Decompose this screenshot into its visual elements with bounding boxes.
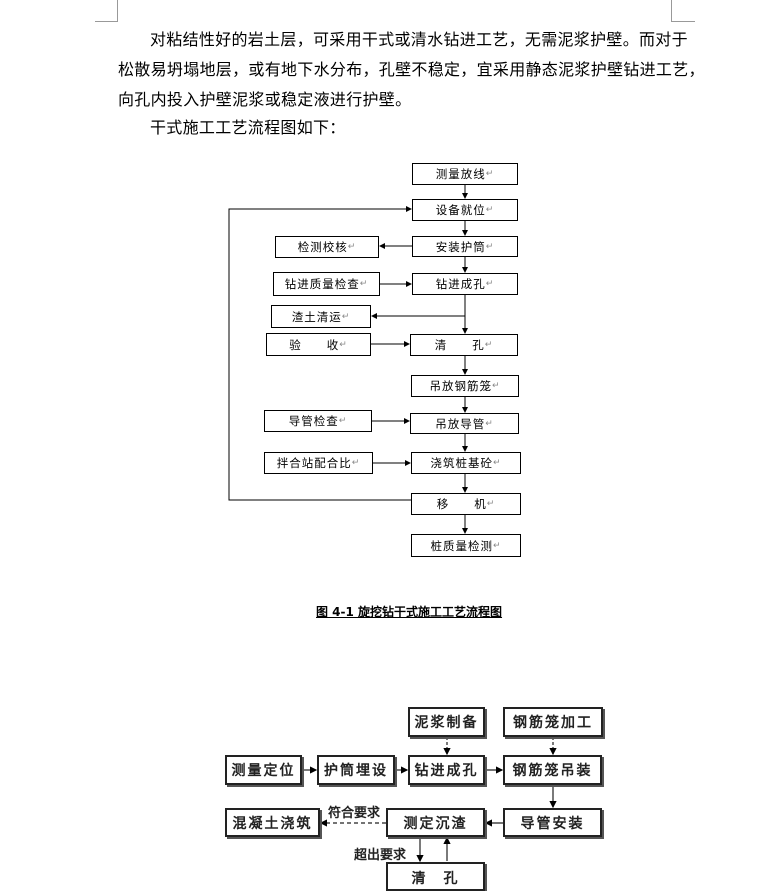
- flow-step-pour: 浇筑桩基砼↵: [411, 452, 521, 474]
- figure-caption: 图 4-1 旋挖钻干式施工工艺流程图: [316, 605, 503, 619]
- flow-side-mix: 拌合站配合比↵: [264, 452, 373, 474]
- flow-side-check: 检测校核↵: [275, 236, 379, 258]
- flow2-cage-fab: 钢筋笼加工: [503, 707, 603, 737]
- crop-mark: [117, 0, 118, 22]
- flow2-casing: 护筒埋设: [317, 755, 395, 785]
- paragraph-line: 松散易坍塌地层，或有地下水分布，孔壁不稳定，宜采用静态泥浆护壁钻进工艺，: [118, 60, 705, 79]
- crop-mark: [95, 21, 118, 22]
- flow-step-drilling: 钻进成孔↵: [412, 273, 518, 295]
- flow-step-equipment: 设备就位↵: [412, 199, 518, 221]
- flow-side-drill-quality: 钻进质量检查↵: [273, 272, 380, 296]
- flow-step-tremie: 吊放导管↵: [410, 413, 519, 434]
- flow-step-cleaning: 清 孔↵: [410, 334, 518, 356]
- flow-step-casing: 安装护筒↵: [412, 236, 518, 257]
- flow-step-move: 移 机↵: [411, 493, 521, 515]
- flow2-label-exceed: 超出要求: [354, 848, 407, 863]
- paragraph-line: 干式施工工艺流程图如下：: [150, 118, 346, 137]
- paragraph-line: 向孔内投入护壁泥浆或稳定液进行护壁。: [118, 90, 412, 109]
- flow2-cage-lift: 钢筋笼吊装: [503, 755, 602, 785]
- flow-side-spoil: 渣土清运↵: [271, 305, 371, 328]
- flow-side-tremie-check: 导管检查↵: [264, 410, 372, 432]
- paragraph-line: 对粘结性好的岩土层，可采用干式或清水钻进工艺，无需泥浆护壁。而对于: [150, 30, 688, 49]
- flow-step-inspection: 桩质量检测↵: [411, 534, 521, 557]
- flow2-concrete: 混凝土浇筑: [225, 808, 320, 837]
- flow2-sediment: 测定沉渣: [386, 808, 485, 837]
- flow-step-cage: 吊放钢筋笼↵: [411, 375, 519, 397]
- flow2-label-pass: 符合要求: [328, 806, 381, 821]
- crop-mark: [671, 21, 695, 22]
- flow2-mud: 泥浆制备: [408, 707, 485, 737]
- flow-step-survey: 测量放线↵: [412, 163, 518, 185]
- flow2-survey: 测量定位: [225, 755, 302, 785]
- flow2-drilling: 钻进成孔: [408, 755, 485, 785]
- flow2-tremie: 导管安装: [503, 808, 602, 837]
- flow-side-acceptance: 验 收↵: [266, 333, 371, 356]
- crop-mark: [671, 0, 672, 22]
